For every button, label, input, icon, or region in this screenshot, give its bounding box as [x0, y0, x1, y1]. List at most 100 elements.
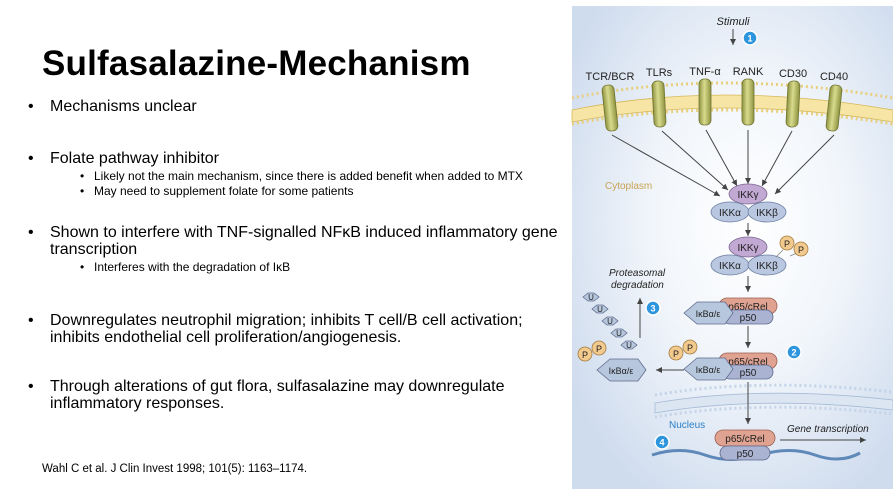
- phosphate-label: P: [673, 349, 679, 359]
- ikb-protein: [596, 358, 647, 382]
- ikk-gamma: [728, 236, 768, 258]
- phosphate-icon: [668, 345, 684, 361]
- p65-label: p65/cRel: [728, 357, 767, 368]
- sub-bullet-list: Interferes with the degradation of IκB: [50, 261, 568, 275]
- phosphate-label: P: [784, 239, 790, 249]
- receptor-icon: [741, 78, 755, 126]
- receptor-label: TNF-α: [689, 66, 721, 78]
- p50-label: p50: [740, 368, 757, 379]
- proteasomal-label: Proteasomal: [609, 268, 666, 279]
- step-number: 2: [791, 348, 796, 358]
- slide-title: Sulfasalazine-Mechanism: [42, 44, 471, 83]
- stimuli-label: Stimuli: [716, 16, 750, 28]
- ikk-gamma-label: IKKγ: [737, 190, 758, 201]
- bullet-item: Through alterations of gut flora, sulfas…: [28, 378, 568, 412]
- receptors: [601, 78, 843, 132]
- ubiquitin-icon: [601, 316, 619, 326]
- p65-label: p65/cRel: [725, 434, 764, 445]
- receptor-label: CD40: [820, 71, 848, 83]
- nuclear-membrane: [654, 383, 893, 419]
- receptor-label: CD30: [779, 68, 807, 80]
- bullet-item: Shown to interfere with TNF-signalled NF…: [28, 224, 568, 274]
- bullet-list: Mechanisms unclear Folate pathway inhibi…: [28, 98, 568, 412]
- receptor-label: RANK: [733, 66, 764, 78]
- receptor-icon: [825, 84, 843, 132]
- phosphorylated-ikk-complex: IKKγ IKKα IKKβ P P: [710, 235, 809, 276]
- receptor-icon: [651, 80, 667, 128]
- step-badge-2: [786, 344, 802, 360]
- phosphate-icon: [793, 241, 809, 257]
- ubiquitin-label: U: [616, 329, 622, 338]
- released-ikb: IκBα/ε P P: [577, 340, 647, 382]
- phosphate-label: P: [798, 245, 804, 255]
- sub-bullet-item: Interferes with the degradation of IκB: [50, 261, 568, 275]
- citation: Wahl C et al. J Clin Invest 1998; 101(5)…: [42, 463, 308, 475]
- receptor-icon: [698, 78, 712, 126]
- degradation-label: degradation: [611, 280, 664, 291]
- ikk-complex: IKKγ IKKα IKKβ: [710, 183, 787, 223]
- ikk-beta-label: IKKβ: [756, 208, 778, 219]
- receptor-label: TCR/BCR: [586, 71, 635, 83]
- ubiquitin-label: U: [597, 305, 603, 314]
- bullet-text: Folate pathway inhibitor: [50, 150, 219, 167]
- phosphate-icon: [577, 346, 593, 362]
- step-number: 4: [659, 438, 664, 448]
- ubiquitin-icon: [620, 340, 638, 350]
- sub-bullet-list: Likely not the main mechanism, since the…: [50, 170, 568, 199]
- receptor-icon: [601, 84, 619, 132]
- bullet-text: Downregulates neutrophil migration; inhi…: [50, 312, 523, 346]
- step-badge-3: [645, 300, 661, 316]
- ubiquitin-icon: [591, 304, 609, 314]
- ubiquitin-label: U: [588, 293, 594, 302]
- nucleus-label: Nucleus: [669, 420, 705, 431]
- ikb-protein: [683, 357, 734, 381]
- ikb-protein: [683, 301, 734, 325]
- step-badge-1: [742, 30, 758, 46]
- step-number: 1: [747, 34, 752, 44]
- ikb-label: IκBα/ε: [696, 309, 721, 319]
- p50-label: p50: [737, 449, 754, 460]
- phosphorylated-nfkb-complex: p65/cRel p50 IκBα/ε P P: [668, 339, 778, 381]
- sub-bullet-item: Likely not the main mechanism, since the…: [50, 170, 568, 184]
- ikk-gamma: [728, 183, 768, 205]
- receptor-icon: [785, 80, 801, 128]
- phosphate-label: P: [596, 344, 602, 354]
- bullet-text: Mechanisms unclear: [50, 98, 197, 115]
- ikk-alpha-label: IKKα: [719, 208, 741, 219]
- bullet-item: Folate pathway inhibitor Likely not the …: [28, 150, 568, 198]
- bullet-item: Mechanisms unclear: [28, 98, 568, 115]
- ubiquitin-label: U: [626, 341, 632, 350]
- nfkb-ikb-complex: p65/cRel p50 IκBα/ε: [683, 297, 778, 325]
- phosphate-label: P: [582, 350, 588, 360]
- ikk-beta: [747, 201, 787, 223]
- phosphate-icon: [591, 340, 607, 356]
- ikb-label: IκBα/ε: [696, 365, 721, 375]
- ubiquitin-icon: [582, 292, 600, 302]
- ikk-beta-label: IKKβ: [756, 261, 778, 272]
- phosphate-label: P: [687, 343, 693, 353]
- p50-label: p50: [740, 313, 757, 324]
- ikk-beta: [747, 254, 787, 276]
- p65-label: p65/cRel: [728, 302, 767, 313]
- ubiquitin-icon: [610, 328, 628, 338]
- receptor-labels: TCR/BCR TLRs TNF-α RANK CD30 CD40: [586, 66, 849, 83]
- step-number: 3: [650, 304, 655, 314]
- gene-transcription-label: Gene transcription: [787, 424, 869, 435]
- p50-protein: [719, 445, 771, 461]
- ubiquitin-chain: U U U U U: [582, 292, 638, 350]
- ikk-alpha-label: IKKα: [719, 261, 741, 272]
- bullet-text: Through alterations of gut flora, sulfas…: [50, 378, 505, 412]
- phosphate-icon: [779, 235, 795, 251]
- step-badge-4: [654, 434, 670, 450]
- nuclear-nfkb: p65/cRel p50: [714, 429, 776, 461]
- phosphate-icon: [682, 339, 698, 355]
- ubiquitin-label: U: [607, 317, 613, 326]
- bullet-item: Downregulates neutrophil migration; inhi…: [28, 312, 568, 346]
- sub-bullet-item: May need to supplement folate for some p…: [50, 185, 568, 199]
- bullet-text: Shown to interfere with TNF-signalled NF…: [50, 224, 558, 258]
- cytoplasm-label: Cytoplasm: [605, 181, 652, 192]
- signal-arrows: [611, 129, 835, 197]
- receptor-label: TLRs: [646, 67, 673, 79]
- ikb-label: IκBα/ε: [609, 366, 634, 376]
